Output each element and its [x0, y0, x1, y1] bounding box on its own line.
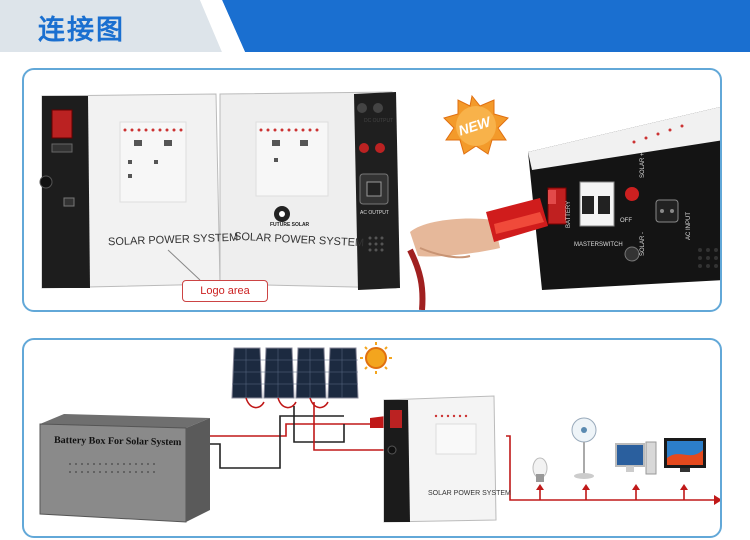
unit-closeup [528, 106, 720, 290]
header-background [0, 0, 750, 52]
light-bulb-icon [532, 457, 548, 482]
logo-callout: Logo area [182, 280, 268, 302]
desktop-computer-icon [615, 441, 657, 475]
product-photos-panel: SOLAR POWER SYSTEM SOLAR POWER SYSTEM FU… [22, 68, 722, 312]
solar-unit-front-left [39, 93, 221, 289]
header-banner: 连接图 [0, 0, 750, 52]
hand-with-plug-icon [407, 198, 548, 310]
page-title: 连接图 [38, 15, 125, 46]
battery-box [39, 414, 210, 523]
ac-output-label: AC OUTPUT [360, 210, 389, 216]
fan-icon [571, 417, 597, 479]
solar-panel-array [231, 347, 359, 399]
battery-label: BATTERY [566, 200, 572, 228]
solar-unit-front-right [219, 91, 400, 290]
sun-icon [360, 342, 392, 374]
battery-box-label: Battery Box For Solar System [53, 434, 182, 449]
masterswitch-label: MASTERSWITCH [574, 242, 623, 248]
solar-minus-label: SOLAR - [640, 231, 646, 256]
connection-diagram [39, 342, 720, 523]
product-illustration [39, 91, 720, 310]
television-icon [664, 438, 706, 472]
off-label: OFF [620, 218, 632, 224]
new-badge-icon [443, 94, 509, 155]
unit-label-diagram: SOLAR POWER SYSTEM [428, 490, 511, 497]
solar-unit-diagram [383, 395, 497, 523]
dc-output-label: DC OUTPUT [364, 118, 394, 124]
connection-diagram-panel: Battery Box For Solar System SOLAR POWER… [22, 338, 722, 538]
brand-name: FUTURE SOLAR [270, 222, 310, 228]
ac-input-label: AC INPUT [686, 211, 692, 240]
solar-plus-label: SOLAR + [640, 152, 646, 178]
